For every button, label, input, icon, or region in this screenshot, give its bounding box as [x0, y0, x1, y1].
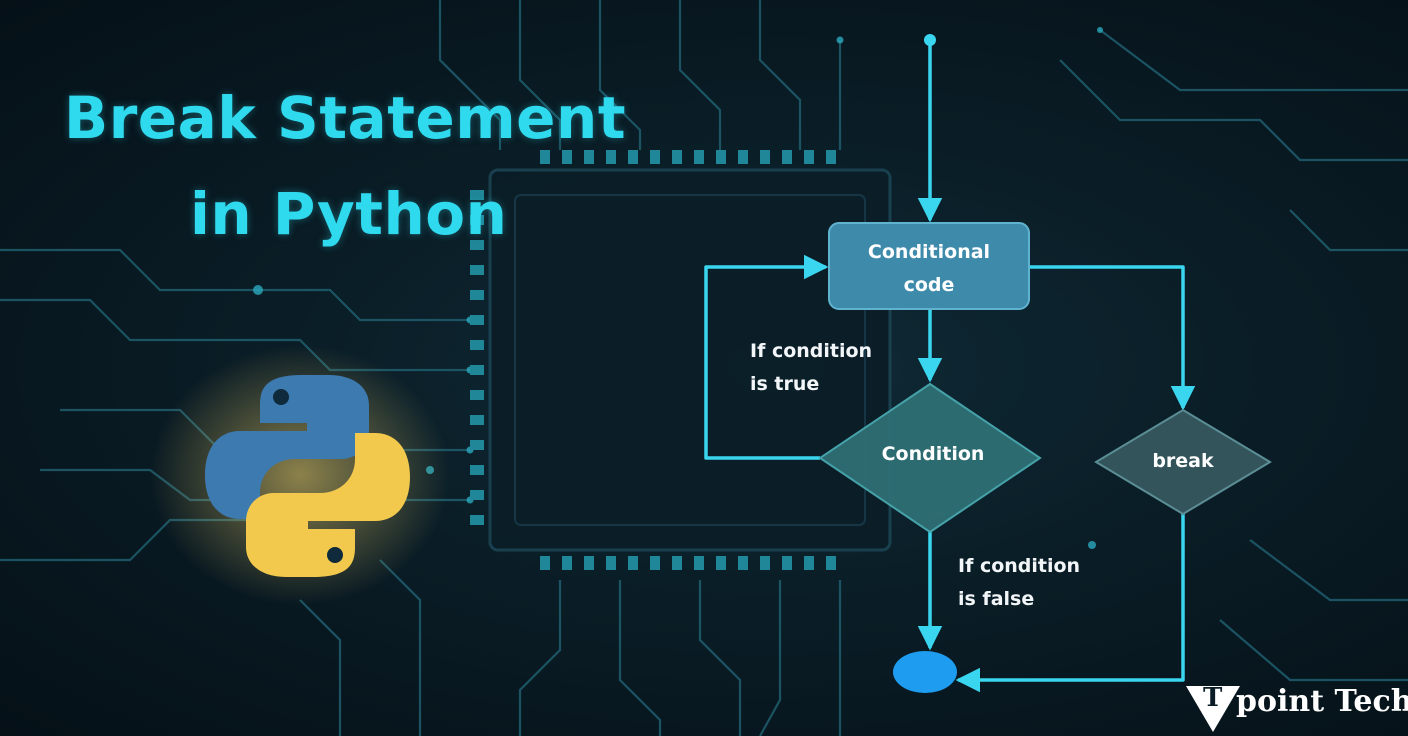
- chip-body: [488, 168, 892, 552]
- break-label: break: [1152, 450, 1214, 472]
- brand-logo-letter: T: [1203, 683, 1223, 713]
- python-logo-icon: [205, 375, 410, 577]
- end-node: [893, 651, 957, 693]
- arrow-true-loop: [704, 254, 829, 460]
- conditional-code-box: [828, 222, 1030, 310]
- true-edge-label: If condition is true: [750, 340, 873, 395]
- condition-label: Condition: [881, 443, 985, 465]
- tpoint-logo-icon: [1186, 686, 1240, 732]
- python-glow: [150, 345, 450, 605]
- title-line-1: Break Statement: [64, 84, 627, 152]
- title-line-2: in Python: [190, 180, 508, 248]
- conditional-code-label: Conditional code: [867, 241, 991, 296]
- false-edge-label: If condition is false: [958, 555, 1081, 610]
- break-diamond: [1094, 408, 1272, 516]
- chip-pins: [470, 150, 836, 570]
- arrow-break-to-end: [955, 514, 1185, 693]
- condition-diamond: [818, 382, 1042, 534]
- arrow-code-to-break: [1030, 265, 1196, 411]
- start-dot: [924, 34, 936, 46]
- flow-connectors: [704, 42, 1196, 693]
- brand-name: point Tech: [1236, 684, 1408, 719]
